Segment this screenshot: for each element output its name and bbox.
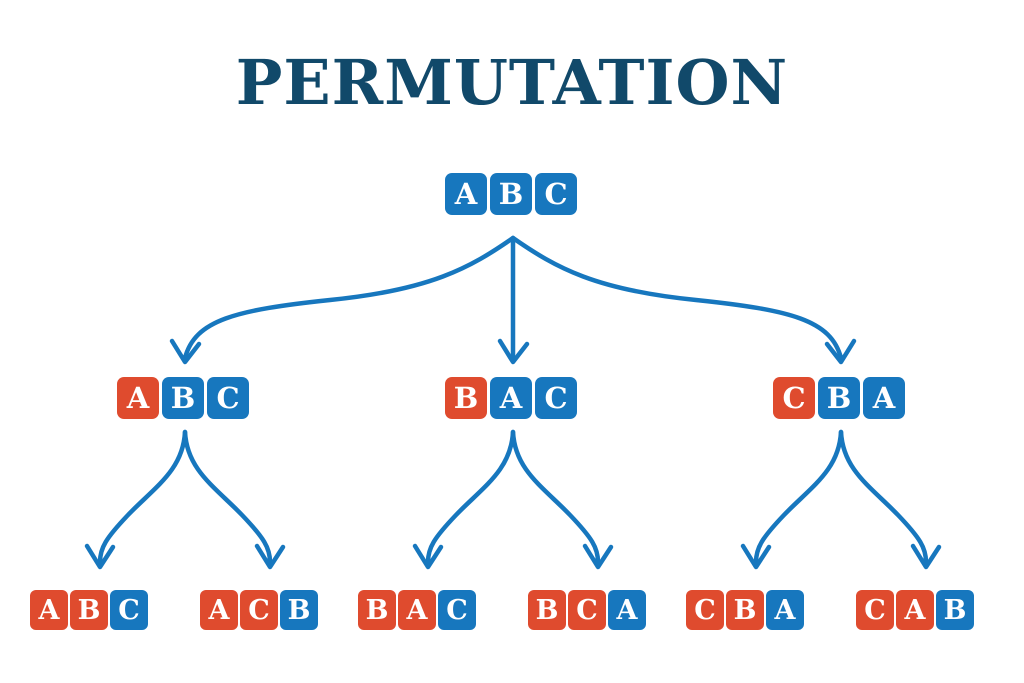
leaf6-tile-1[interactable]: C (856, 590, 894, 630)
root-tile-2[interactable]: B (490, 173, 532, 215)
leaf3-tile-2[interactable]: A (398, 590, 436, 630)
page-title: PERMUTATION (235, 46, 789, 119)
leaf-node-cab[interactable]: C A B (856, 590, 974, 630)
leaf5-tile-2[interactable]: B (726, 590, 764, 630)
leaf1-tile-3[interactable]: C (110, 590, 148, 630)
root-node-abc[interactable]: A B C (445, 173, 577, 215)
arrowhead-node3-to-leaf6 (910, 543, 942, 570)
leaf6-tile-3[interactable]: B (936, 590, 974, 630)
arrowhead-root-to-node2 (497, 338, 530, 365)
leaf-node-acb[interactable]: A C B (200, 590, 318, 630)
level2-node1-tile-2[interactable]: B (162, 377, 204, 419)
level2-node2-tile-1[interactable]: B (445, 377, 487, 419)
leaf1-tile-2[interactable]: B (70, 590, 108, 630)
leaf3-tile-3[interactable]: C (438, 590, 476, 630)
level2-node-abc[interactable]: A B C (117, 377, 249, 419)
leaf4-tile-1[interactable]: B (528, 590, 566, 630)
edge-node2-to-leaf4 (510, 429, 601, 565)
leaf-node-bca[interactable]: B C A (528, 590, 646, 630)
leaf5-tile-3[interactable]: A (766, 590, 804, 630)
edge-root-to-node1 (182, 235, 516, 361)
arrowhead-root-to-node3 (824, 338, 857, 365)
level2-node-cba[interactable]: C B A (773, 377, 905, 419)
edge-node1-to-leaf2 (182, 429, 273, 565)
leaf2-tile-1[interactable]: A (200, 590, 238, 630)
leaf5-tile-1[interactable]: C (686, 590, 724, 630)
level2-node3-tile-1[interactable]: C (773, 377, 815, 419)
arrowhead-root-to-node1 (169, 338, 202, 365)
leaf2-tile-2[interactable]: C (240, 590, 278, 630)
edge-node1-to-leaf1 (97, 429, 188, 565)
leaf4-tile-3[interactable]: A (608, 590, 646, 630)
level2-node1-tile-3[interactable]: C (207, 377, 249, 419)
leaf6-tile-2[interactable]: A (896, 590, 934, 630)
leaf-node-cba[interactable]: C B A (686, 590, 804, 630)
leaf2-tile-3[interactable]: B (280, 590, 318, 630)
leaf3-tile-1[interactable]: B (358, 590, 396, 630)
edge-node2-to-leaf3 (425, 429, 516, 565)
level2-node2-tile-2[interactable]: A (490, 377, 532, 419)
leaf1-tile-1[interactable]: A (30, 590, 68, 630)
leaf4-tile-2[interactable]: C (568, 590, 606, 630)
level2-node2-tile-3[interactable]: C (535, 377, 577, 419)
edge-root-to-node3 (510, 235, 844, 361)
arrowhead-node2-to-leaf4 (582, 543, 614, 570)
root-tile-1[interactable]: A (445, 173, 487, 215)
leaf-node-bac[interactable]: B A C (358, 590, 476, 630)
arrowhead-node3-to-leaf5 (740, 543, 772, 570)
level2-node3-tile-3[interactable]: A (863, 377, 905, 419)
leaf-node-abc[interactable]: A B C (30, 590, 148, 630)
level2-node3-tile-2[interactable]: B (818, 377, 860, 419)
edge-node3-to-leaf6 (838, 429, 929, 565)
arrowhead-node1-to-leaf1 (84, 543, 116, 570)
arrowhead-node2-to-leaf3 (412, 543, 444, 570)
root-tile-3[interactable]: C (535, 173, 577, 215)
level2-node-bac[interactable]: B A C (445, 377, 577, 419)
edge-node3-to-leaf5 (753, 429, 844, 565)
arrowhead-node1-to-leaf2 (254, 543, 286, 570)
level2-node1-tile-1[interactable]: A (117, 377, 159, 419)
